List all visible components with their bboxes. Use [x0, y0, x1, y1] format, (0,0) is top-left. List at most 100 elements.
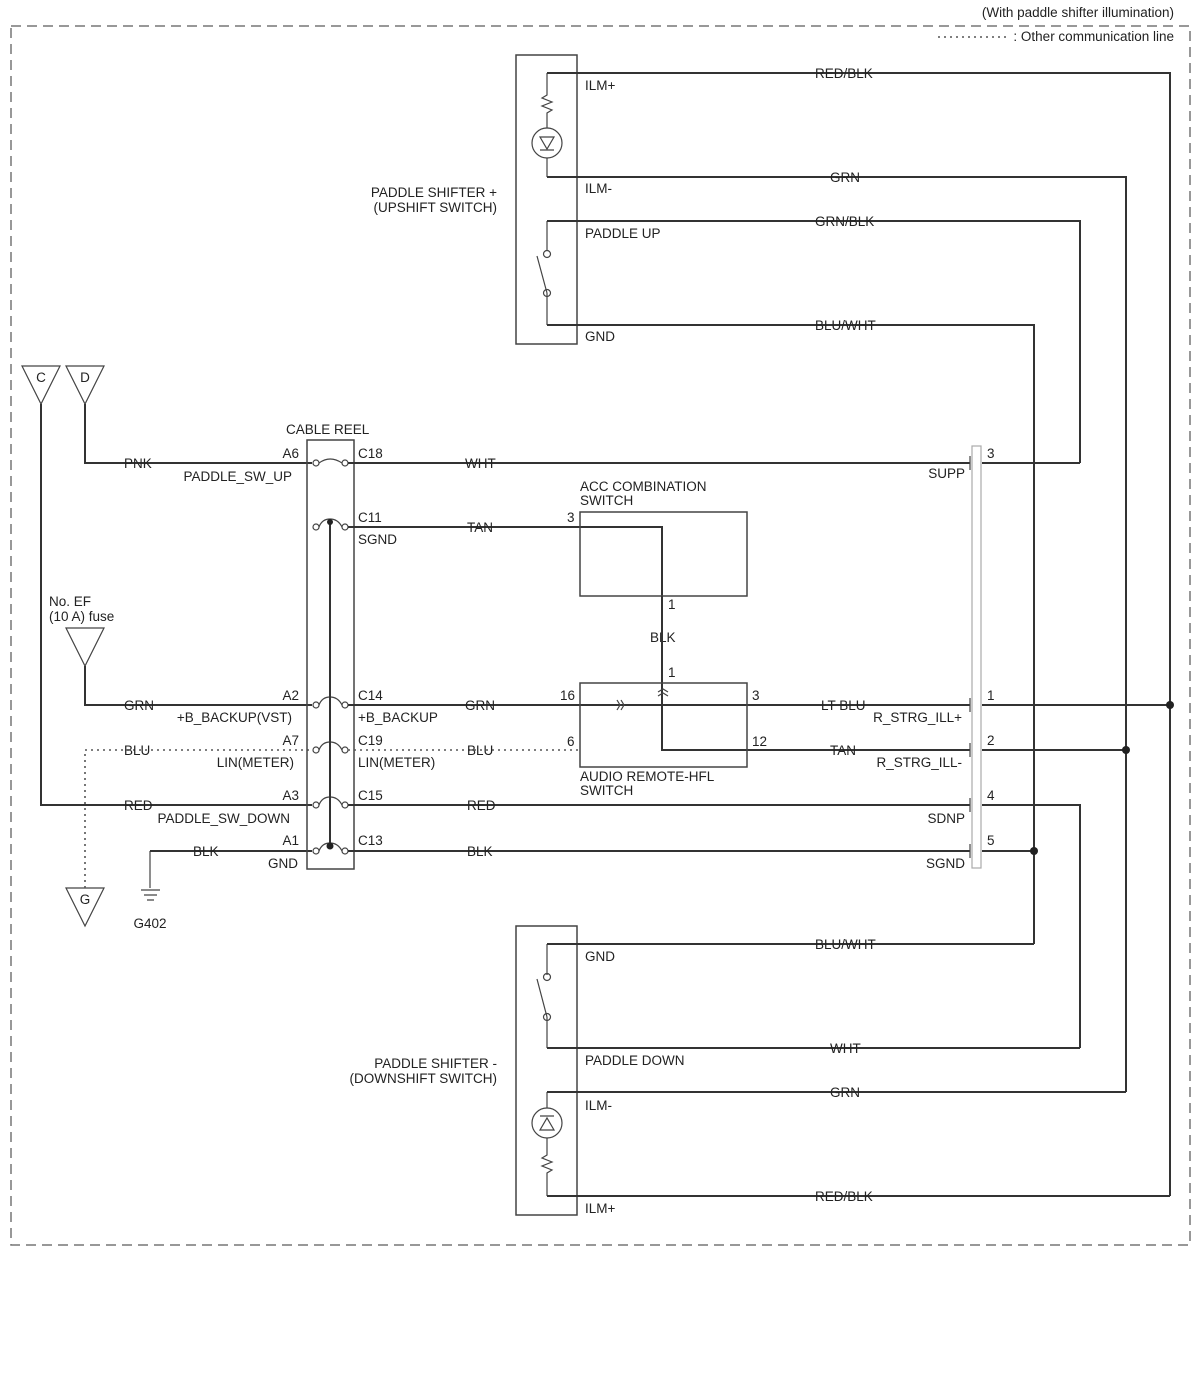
right-pin-3: 3 [987, 446, 995, 461]
wire-label-up-paddle: GRN/BLK [815, 214, 874, 229]
audio-pin-6: 6 [567, 734, 575, 749]
downshift-led-icon [538, 1115, 556, 1131]
reel-signal-sgnd: SGND [358, 532, 397, 547]
terminal-g-label: G [80, 892, 91, 907]
cable-reel-box [306, 439, 355, 870]
upshift-pin-gnd: GND [585, 329, 615, 344]
audio-switch-label-1: AUDIO REMOTE-HFL [580, 769, 715, 784]
reel-pin-c11: C11 [358, 510, 382, 525]
reel-pin-c14: C14 [358, 688, 383, 703]
reel-signal-gnd: GND [268, 856, 298, 871]
right-pin-4: 4 [987, 788, 995, 803]
wire-red-left [40, 404, 312, 806]
wire-grn-left [84, 666, 312, 706]
upshift-pin-ilm-minus: ILM- [585, 181, 612, 196]
downshift-label-2: (DOWNSHIFT SWITCH) [350, 1071, 497, 1086]
ground-label: G402 [133, 916, 166, 931]
audio-switch-box [579, 682, 748, 768]
upshift-pin-ilm-plus: ILM+ [585, 78, 616, 93]
right-signal-supp: SUPP [928, 466, 965, 481]
wire-label-red-left: RED [124, 798, 153, 813]
audio-switch-label-2: SWITCH [580, 783, 633, 798]
downshift-pin-gnd: GND [585, 949, 615, 964]
right-pin-2: 2 [987, 733, 995, 748]
junction-sgnd [1030, 847, 1038, 855]
reel-signal-b-backup-vst: +B_BACKUP(VST) [177, 710, 292, 725]
terminal-d [65, 365, 105, 406]
reel-pin-c13: C13 [358, 833, 383, 848]
wire-label-blk-left: BLK [193, 844, 219, 859]
downshift-resistor [540, 1138, 554, 1196]
downshift-pin-ilm-plus: ILM+ [585, 1201, 616, 1216]
reel-pin-a1: A1 [282, 833, 299, 848]
upshift-label-1: PADDLE SHIFTER + [371, 185, 497, 200]
reel-signal-paddle-sw-up: PADDLE_SW_UP [183, 469, 292, 484]
reel-pin-a2: A2 [282, 688, 299, 703]
wire-pnk [84, 404, 312, 464]
upshift-box [515, 54, 578, 345]
reel-pin-c19: C19 [358, 733, 383, 748]
terminal-d-label: D [80, 370, 90, 385]
terminal-c-label: C [36, 370, 46, 385]
wire-label-grn-left: GRN [124, 698, 154, 713]
right-signal-sgnd: SGND [926, 856, 965, 871]
downshift-switch: GND PADDLE DOWN ILM- ILM+ PADDLE SHIFTER… [350, 925, 685, 1216]
wire-up-gnd [547, 324, 1035, 944]
right-connector: 3 1 2 4 5 SUPP R_STRG_ILL+ R_STRG_ILL- S… [873, 445, 995, 871]
junction-ill-minus [1122, 746, 1130, 754]
wire-label-dn-ilm-plus: RED/BLK [815, 1189, 873, 1204]
reel-signal-lin-meter-right: LIN(METER) [358, 755, 435, 770]
fuse-label-2: (10 A) fuse [49, 609, 114, 624]
wire-up-ilm-plus [547, 72, 1171, 1196]
variant-note: (With paddle shifter illumination) [982, 5, 1174, 20]
junction-ill-plus [1166, 701, 1174, 709]
ground-icon [141, 851, 160, 901]
wire-up-ilm-minus [547, 176, 1127, 1092]
wire-label-wht: WHT [465, 456, 496, 471]
wire-dn-paddle-run [982, 804, 1081, 1048]
acc-switch-label-1: ACC COMBINATION [580, 479, 707, 494]
reel-signal-b-backup: +B_BACKUP [358, 710, 438, 725]
wire-label-dn-gnd: BLU/WHT [815, 937, 876, 952]
right-connector-body [971, 445, 982, 869]
acc-pin-3: 3 [567, 510, 575, 525]
audio-switch-break-icon [616, 699, 625, 711]
wire-label-red-mid: RED [467, 798, 496, 813]
downshift-contact-icon [536, 944, 548, 1048]
upshift-resistor [540, 73, 554, 128]
upshift-label-2: (UPSHIFT SWITCH) [374, 200, 498, 215]
audio-remote-switch: 1 16 3 6 12 AUDIO REMOTE-HFL SWITCH [560, 665, 767, 798]
wire-label-blk-mid: BLK [467, 844, 493, 859]
upshift-led-icon [538, 136, 556, 151]
acc-pin-1: 1 [668, 597, 676, 612]
legend-text: : Other communication line [1013, 29, 1174, 44]
downshift-box [515, 925, 578, 1216]
cable-reel: CABLE REEL A6 A2 A7 A3 A1 C18 C11 C14 C1… [157, 422, 437, 871]
fuse-label-1: No. EF [49, 594, 91, 609]
reel-pin-c18: C18 [358, 446, 383, 461]
cable-reel-label: CABLE REEL [286, 422, 370, 437]
wire-label-grn-mid: GRN [465, 698, 495, 713]
upshift-contact-icon [536, 221, 548, 325]
wire-label-blu-left: BLU [124, 743, 150, 758]
wire-label-lt-blu: LT BLU [821, 698, 866, 713]
downshift-label-1: PADDLE SHIFTER - [374, 1056, 497, 1071]
wire-up-paddle [547, 220, 1081, 463]
wire-label-up-gnd: BLU/WHT [815, 318, 876, 333]
reel-pin-c15: C15 [358, 788, 383, 803]
wire-label-blu-mid: BLU [467, 743, 493, 758]
acc-switch-label-2: SWITCH [580, 493, 633, 508]
right-signal-sdnp: SDNP [927, 811, 965, 826]
terminal-c [21, 365, 61, 406]
right-signal-ill-plus: R_STRG_ILL+ [873, 710, 962, 725]
audio-pin-1: 1 [668, 665, 676, 680]
right-pin-1: 1 [987, 688, 995, 703]
downshift-lamp [531, 1107, 563, 1139]
wire-blu-left [84, 749, 312, 888]
reel-pin-a3: A3 [282, 788, 299, 803]
wire-label-up-ilm-minus: GRN [830, 170, 860, 185]
audio-pin-3: 3 [752, 688, 760, 703]
reel-pin-a6: A6 [282, 446, 299, 461]
reel-signal-paddle-sw-down: PADDLE_SW_DOWN [157, 811, 290, 826]
